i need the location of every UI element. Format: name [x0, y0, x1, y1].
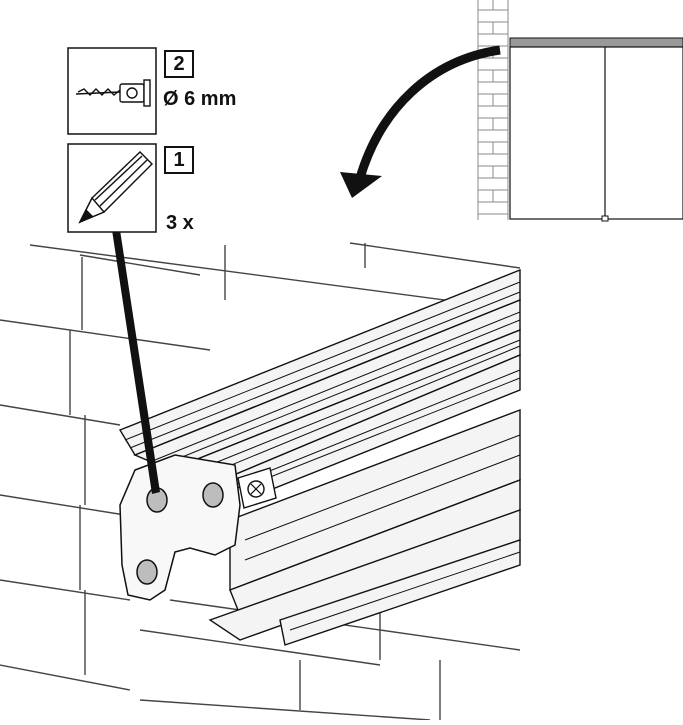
step-1-box	[67, 143, 157, 233]
rail-groove-lines	[124, 281, 521, 631]
mark-count-label: 3 x	[166, 212, 194, 234]
inset-top-rail	[509, 37, 683, 48]
brick-wall-icon	[477, 0, 509, 220]
curved-arrow-icon	[340, 45, 501, 198]
step-1-badge: 1	[164, 146, 194, 174]
leader-line	[112, 230, 160, 494]
step-2-badge: 2	[164, 50, 194, 78]
inset-elevation	[477, 0, 683, 222]
inset-panels	[509, 46, 683, 220]
mounting-hole	[136, 559, 158, 585]
step-2-box	[67, 47, 157, 135]
drill-diameter-label: Ø 6 mm	[163, 88, 237, 110]
pencil-icon	[78, 151, 153, 224]
drill-icon	[75, 79, 151, 107]
mounting-holes	[136, 482, 224, 585]
mounting-hole	[202, 482, 224, 508]
